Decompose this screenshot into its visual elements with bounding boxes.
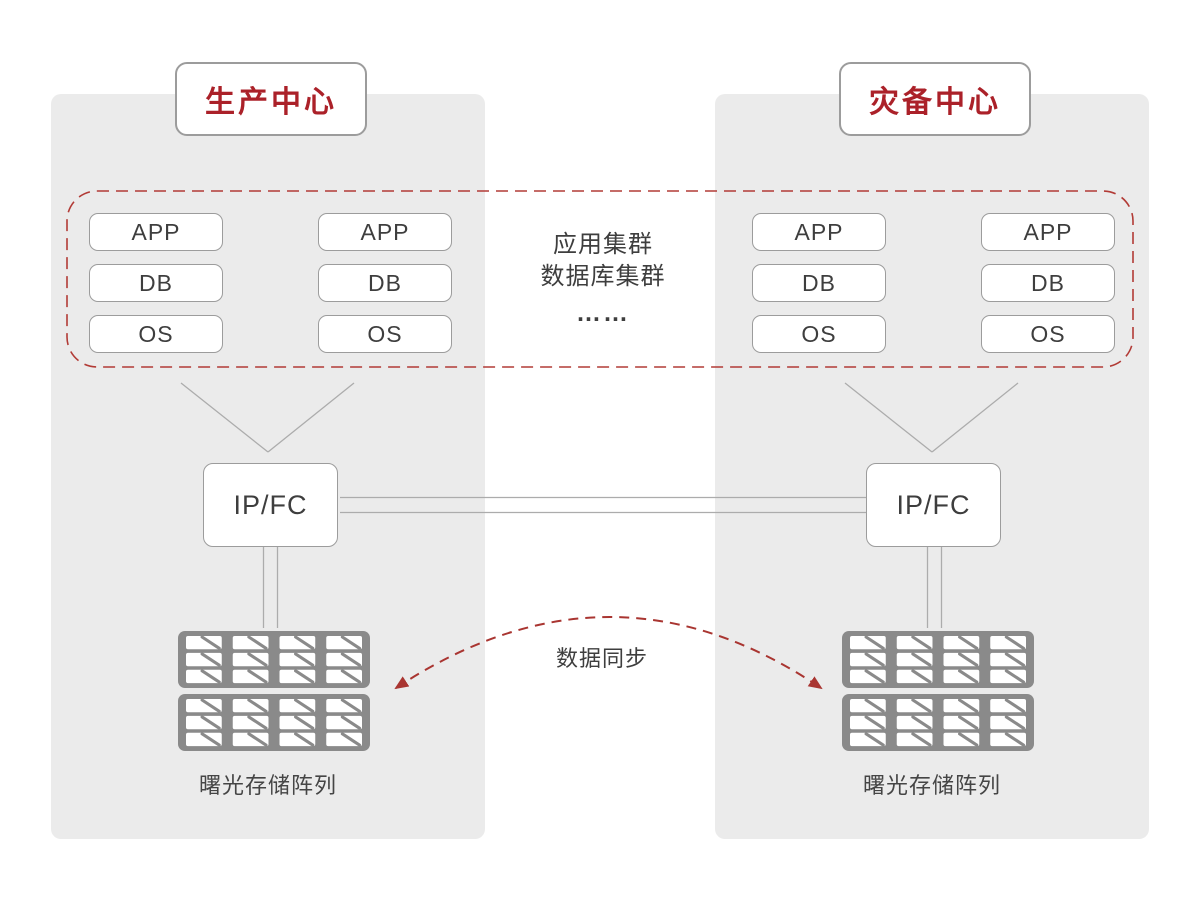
app-node: APP (752, 213, 886, 251)
disaster-switch-box: IP/FC (866, 463, 1001, 547)
production-switch-box: IP/FC (203, 463, 338, 547)
production-stack-1: APP DB OS (89, 213, 223, 353)
db-node: DB (318, 264, 452, 302)
data-sync-arrow (394, 616, 823, 690)
os-node: OS (89, 315, 223, 353)
cluster-note-line2: 数据库集群 (540, 263, 666, 290)
disaster-stack-2: APP DB OS (981, 213, 1115, 353)
db-node: DB (752, 264, 886, 302)
app-node: APP (89, 213, 223, 251)
cluster-note-ellipsis: …… (576, 299, 630, 327)
connector-stack-to-switch (180, 382, 269, 453)
db-node: DB (89, 264, 223, 302)
cluster-note-line1: 应用集群 (553, 231, 653, 258)
production-switch-label: IP/FC (233, 489, 308, 520)
disaster-storage-label: 曙光存储阵列 (862, 773, 1001, 798)
storage-array-icon-right (842, 631, 1034, 751)
production-storage-label: 曙光存储阵列 (198, 773, 337, 798)
db-node: DB (981, 264, 1115, 302)
production-stack-2: APP DB OS (318, 213, 452, 353)
cluster-note: 应用集群 数据库集群 …… (483, 229, 723, 327)
disaster-center-title-label: 灾备中心 (869, 86, 1001, 119)
connector-stack-to-switch (267, 382, 355, 453)
storage-array-icon-left (178, 631, 370, 751)
disaster-stack-1: APP DB OS (752, 213, 886, 353)
app-node: APP (981, 213, 1115, 251)
connector-stack-to-switch (931, 382, 1019, 453)
disaster-switch-label: IP/FC (896, 489, 971, 520)
cluster-dashed-border (66, 190, 1134, 368)
production-center-title-label: 生产中心 (205, 86, 337, 119)
disaster-center-title: 灾备中心 (839, 62, 1031, 136)
os-node: OS (752, 315, 886, 353)
os-node: OS (318, 315, 452, 353)
data-sync-label: 数据同步 (555, 646, 648, 671)
app-node: APP (318, 213, 452, 251)
os-node: OS (981, 315, 1115, 353)
production-center-title: 生产中心 (175, 62, 367, 136)
connector-stack-to-switch (844, 382, 933, 453)
